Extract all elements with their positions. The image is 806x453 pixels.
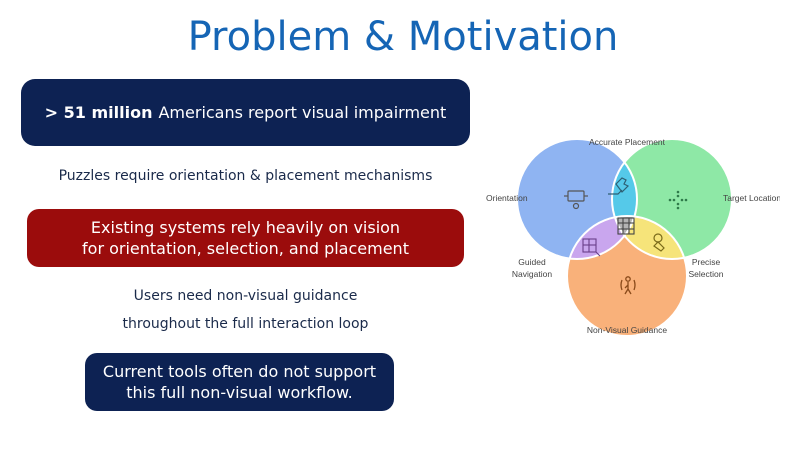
puzzles-text: Puzzles require orientation & placement … — [58, 168, 433, 184]
guided-navigation-overlap — [567, 216, 637, 259]
person-screen-icon — [564, 190, 588, 210]
vision-reliance-box: Existing systems rely heavily on vision … — [27, 209, 464, 267]
hand-puzzle-icon — [608, 177, 630, 195]
selection-hand-icon — [653, 233, 665, 252]
orientation-label: Orientation — [486, 193, 528, 203]
guided-label: Guided — [518, 257, 546, 267]
venn-diagram: Accurate Placement Orientation Target Lo… — [486, 137, 780, 337]
target-location-label: Target Location — [723, 193, 780, 203]
statistic-text: Americans report visual impairment — [158, 103, 447, 122]
statistic-highlight: > 51 million — [44, 103, 153, 122]
crosshair-dots-icon — [668, 190, 688, 210]
precise-label: Precise — [692, 257, 721, 267]
precise-selection-overlap — [612, 216, 687, 259]
vision-reliance-line-2: for orientation, selection, and placemen… — [82, 239, 409, 258]
guidance-text-line-1: Users need non-visual guidance — [133, 288, 358, 304]
non-visual-guidance-label: Non-Visual Guidance — [587, 325, 667, 335]
tool-support-line-1: Current tools often do not support — [102, 362, 377, 381]
guidance-text-line-2: throughout the full interaction loop — [122, 316, 369, 332]
grid-hand-icon — [617, 217, 635, 235]
accurate-placement-label: Accurate Placement — [589, 137, 666, 147]
tool-support-box: Current tools often do not support this … — [85, 353, 394, 411]
vision-reliance-line-1: Existing systems rely heavily on vision — [90, 218, 401, 237]
navigation-grid-icon — [582, 238, 601, 257]
navigation-label: Navigation — [512, 269, 552, 279]
tool-support-line-2: this full non-visual workflow. — [126, 383, 353, 402]
selection-label: Selection — [689, 269, 724, 279]
page-title: Problem & Motivation — [187, 14, 619, 60]
walking-person-icon — [620, 276, 636, 295]
statistic-box: > 51 million Americans report visual imp… — [21, 79, 470, 146]
